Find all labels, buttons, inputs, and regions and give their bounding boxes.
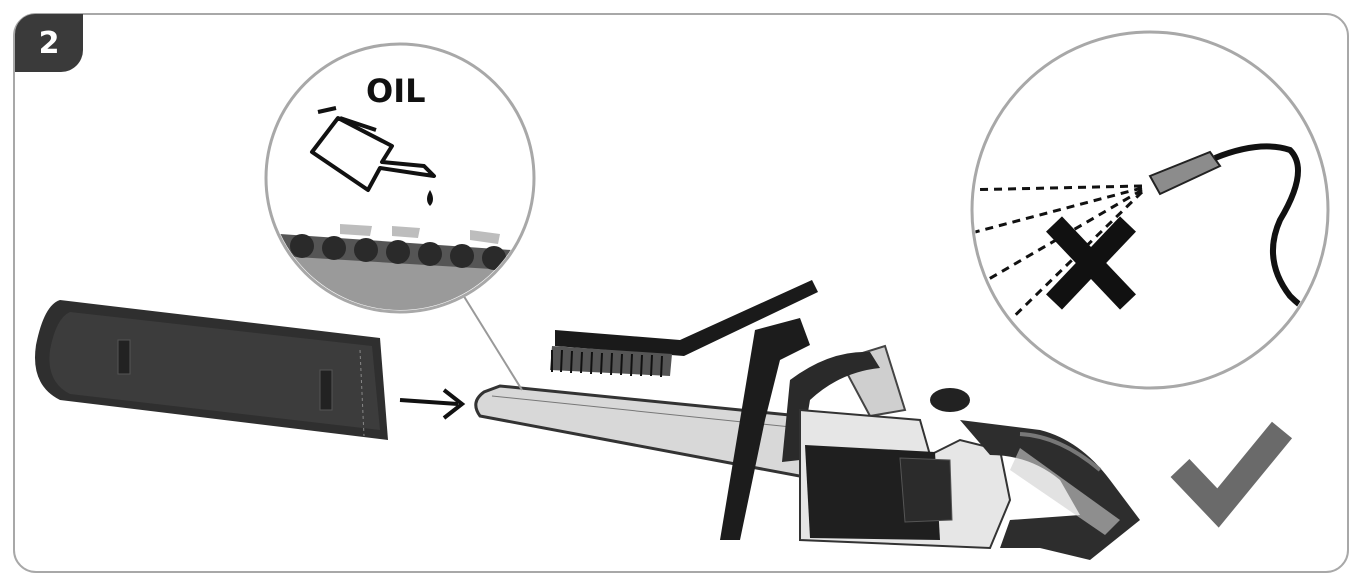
oil-label: OIL xyxy=(366,72,426,110)
oil-can-icon xyxy=(310,106,436,192)
oil-drop-icon xyxy=(427,190,433,206)
chain-guard-icon xyxy=(35,300,388,440)
no-water-spray-panel xyxy=(970,30,1330,390)
arrow-right-icon xyxy=(399,388,466,420)
hose-icon xyxy=(1213,143,1312,315)
forbidden-x-icon xyxy=(1046,216,1136,310)
step-number-badge: 2 xyxy=(15,14,83,72)
spray-nozzle-icon xyxy=(1148,150,1222,196)
chainsaw-icon xyxy=(474,318,1140,560)
brush-icon xyxy=(550,280,818,378)
check-mark-icon xyxy=(1170,421,1293,528)
oil-magnifier xyxy=(264,42,536,391)
chain-icon xyxy=(280,224,532,272)
